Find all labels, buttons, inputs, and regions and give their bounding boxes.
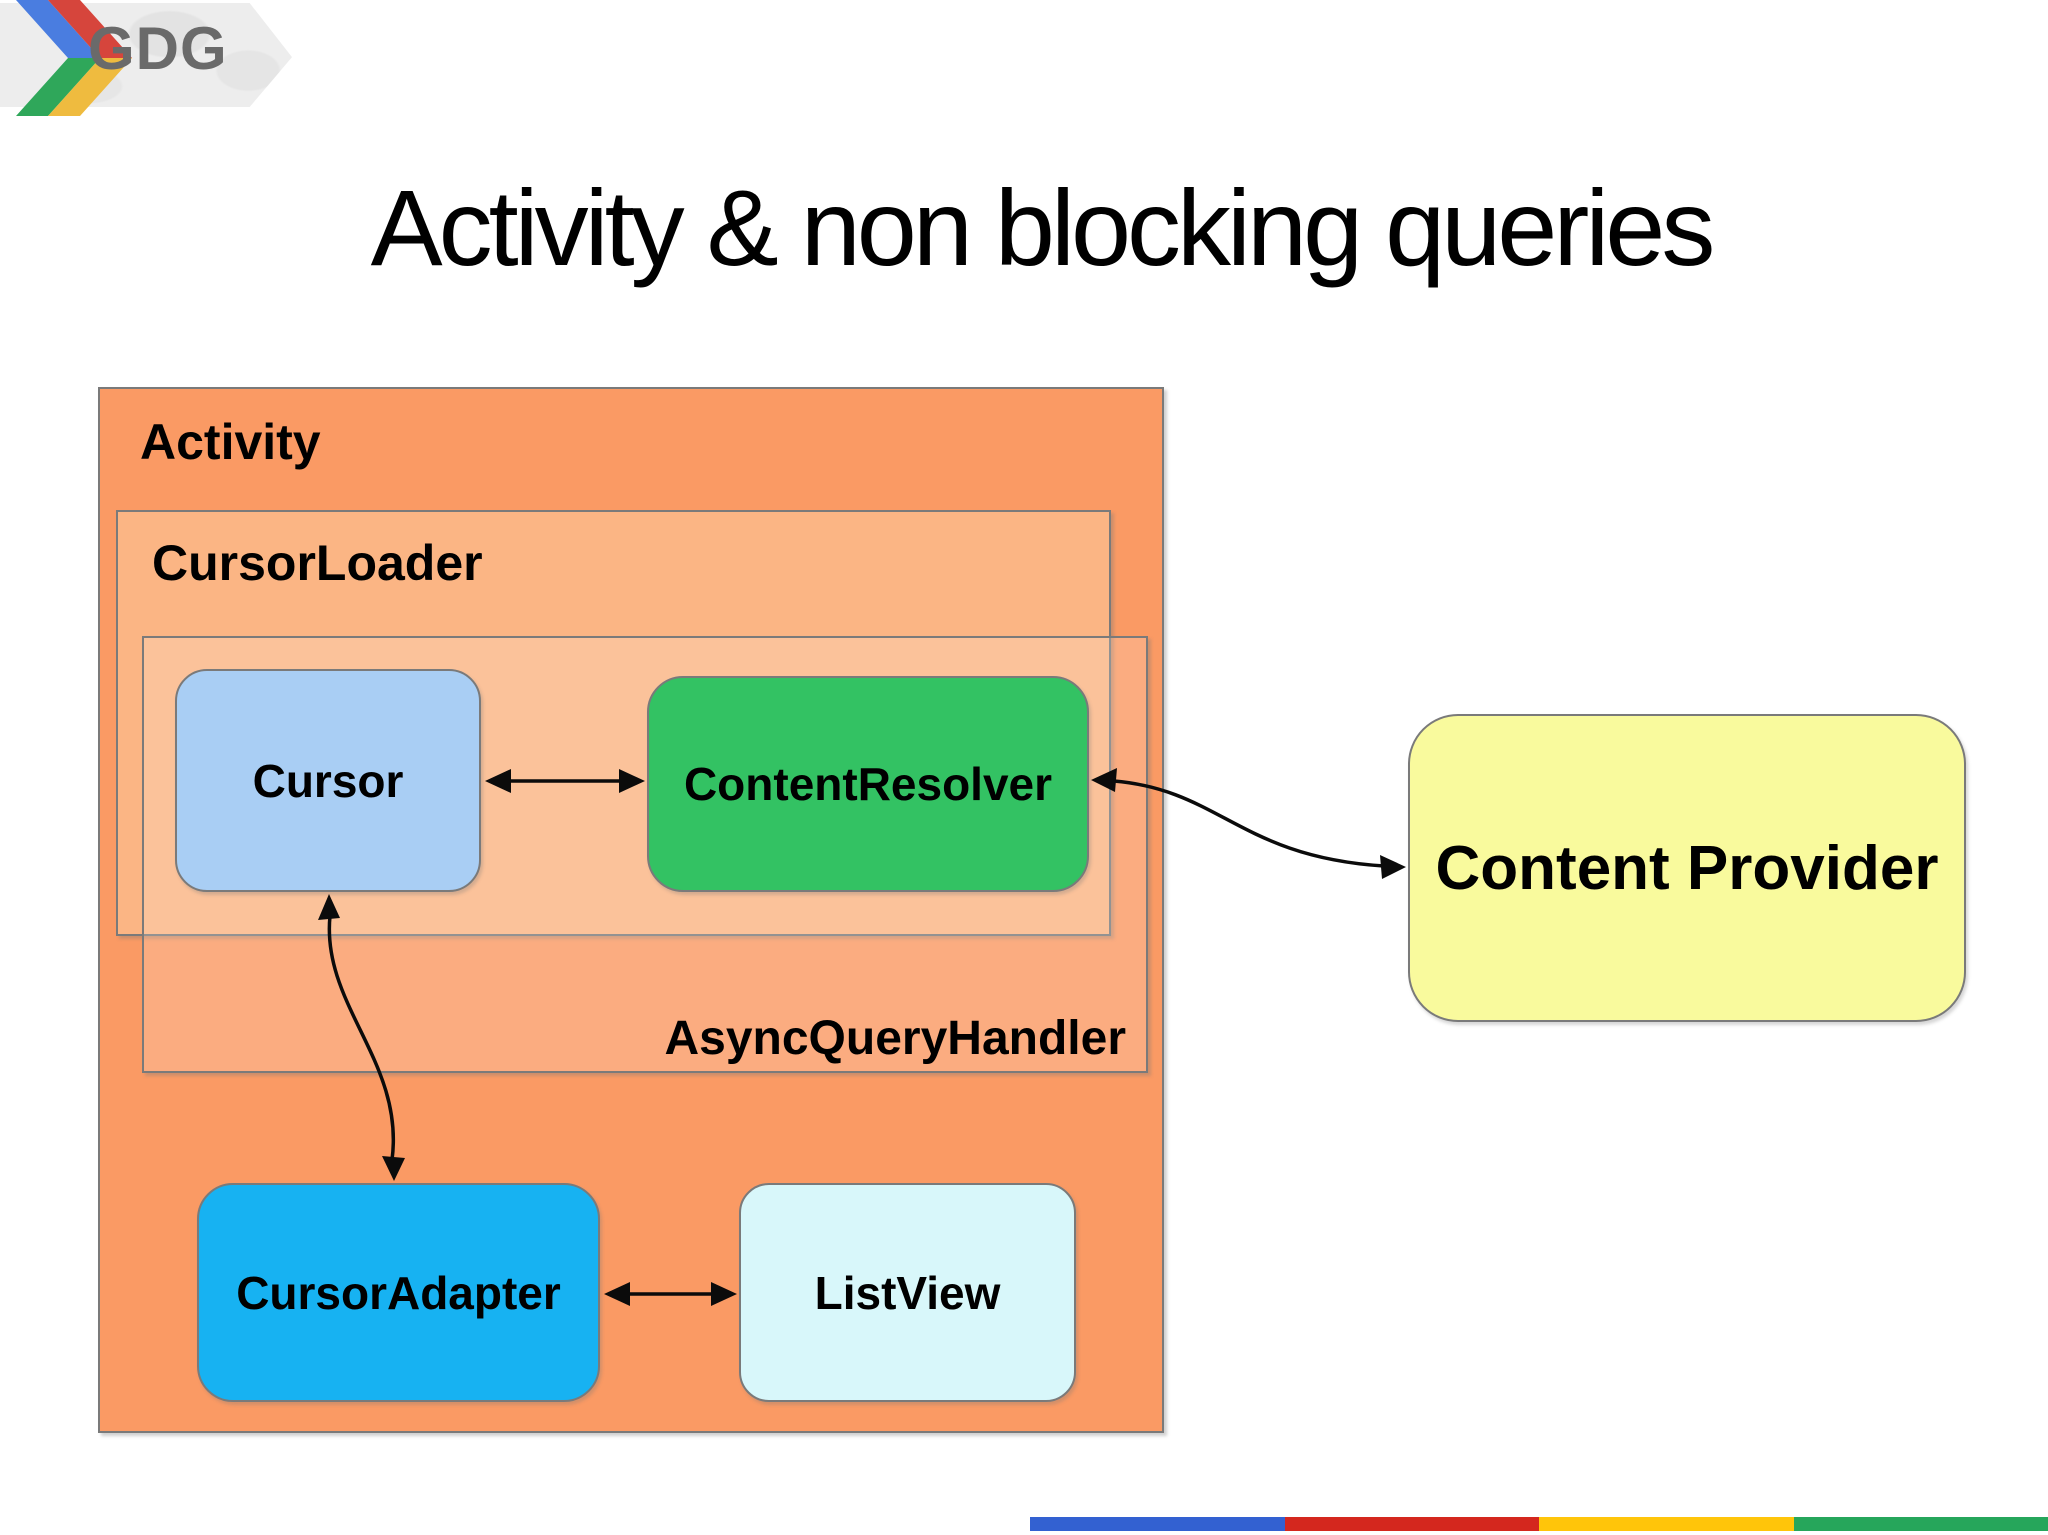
content-provider-label: Content Provider xyxy=(1435,833,1939,903)
content-resolver-node: ContentResolver xyxy=(647,676,1089,892)
cursor-node: Cursor xyxy=(175,669,481,892)
cursor-label: Cursor xyxy=(252,754,404,807)
footer-bar-segment-yellow xyxy=(1539,1517,1794,1531)
activity-label: Activity xyxy=(140,414,321,470)
cursor-adapter-label: CursorAdapter xyxy=(236,1266,561,1319)
chevron-green-stripe xyxy=(16,58,100,116)
content-provider-node: Content Provider xyxy=(1408,714,1966,1022)
footer-color-bar xyxy=(1030,1517,2048,1531)
content-resolver-label: ContentResolver xyxy=(683,758,1053,810)
cursor-adapter-node: CursorAdapter xyxy=(197,1183,600,1402)
footer-bar-segment-green xyxy=(1793,1517,2048,1531)
footer-bar-segment-blue xyxy=(1030,1517,1285,1531)
list-view-label: ListView xyxy=(814,1266,1001,1319)
list-view-node: ListView xyxy=(739,1183,1076,1402)
chevron-red-stripe xyxy=(48,0,132,58)
chevron-blue-stripe xyxy=(16,0,100,58)
slide-title: Activity & non blocking queries xyxy=(370,167,1716,288)
chevron-yellow-stripe xyxy=(48,58,132,116)
cursor-loader-label: CursorLoader xyxy=(152,535,483,591)
async-query-handler-label: AsyncQueryHandler xyxy=(664,1012,1126,1065)
gdg-chevron-icon xyxy=(16,0,132,116)
footer-bar-segment-red xyxy=(1284,1517,1539,1531)
gdg-logo-text: GDG xyxy=(88,15,228,82)
